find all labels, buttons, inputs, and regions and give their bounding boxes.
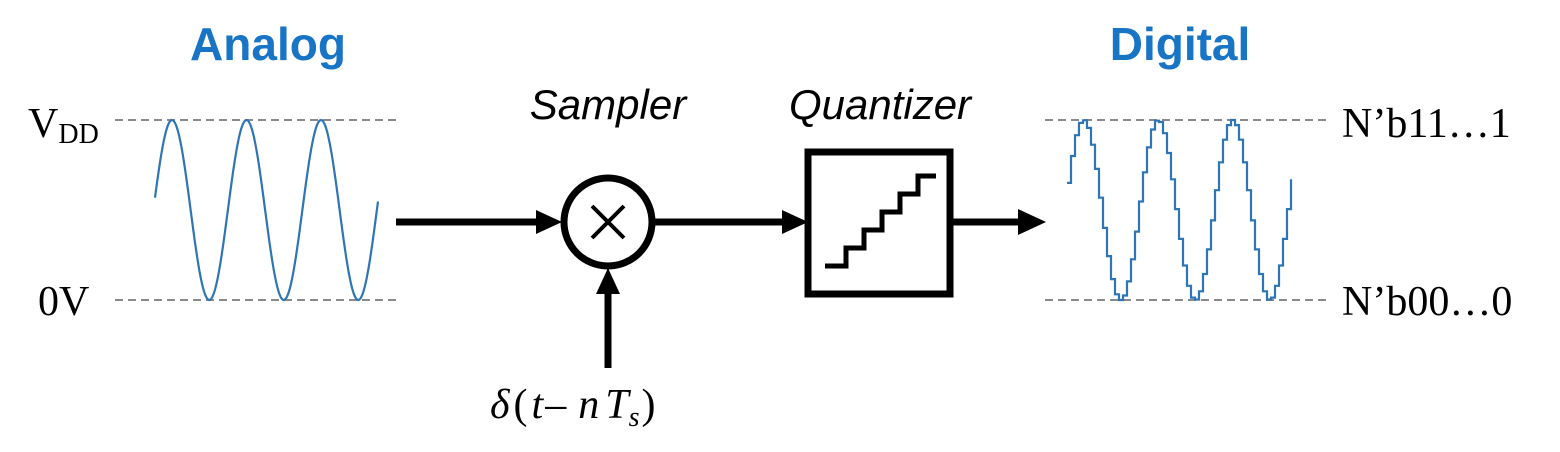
output-arrowhead <box>1018 209 1046 235</box>
analog-bottom-label: 0V <box>38 279 89 325</box>
vdd-subscript-text: DD <box>58 119 98 150</box>
digital-title: Digital <box>1110 18 1251 70</box>
minus-sign: – <box>544 382 567 428</box>
analog-sine-wave <box>153 118 380 302</box>
analog-title: Analog <box>190 18 346 70</box>
sampler-label: Sampler <box>530 81 688 128</box>
multiply-icon <box>590 204 626 240</box>
quantizer-box <box>804 148 954 298</box>
n-variable: n <box>578 382 599 428</box>
digital-top-label: N’b11…1 <box>1342 101 1511 147</box>
clock-input-arrowhead <box>596 268 620 294</box>
quantizer-input-arrowhead <box>782 210 808 234</box>
period-variable: T <box>605 382 631 428</box>
close-paren: ) <box>641 382 655 428</box>
vdd-main-text: V <box>28 101 58 147</box>
analog-top-label: VDD <box>28 101 99 150</box>
input-arrowhead <box>536 210 562 234</box>
delta-symbol: δ <box>490 382 511 428</box>
digital-bottom-label: N’b00…0 <box>1342 279 1512 325</box>
staircase-icon <box>825 173 936 269</box>
digital-stepped-wave <box>1067 118 1293 302</box>
open-paren: ( <box>514 382 528 428</box>
time-variable: t <box>532 382 545 428</box>
quantizer-label: Quantizer <box>789 81 973 128</box>
period-subscript: s <box>629 402 640 433</box>
